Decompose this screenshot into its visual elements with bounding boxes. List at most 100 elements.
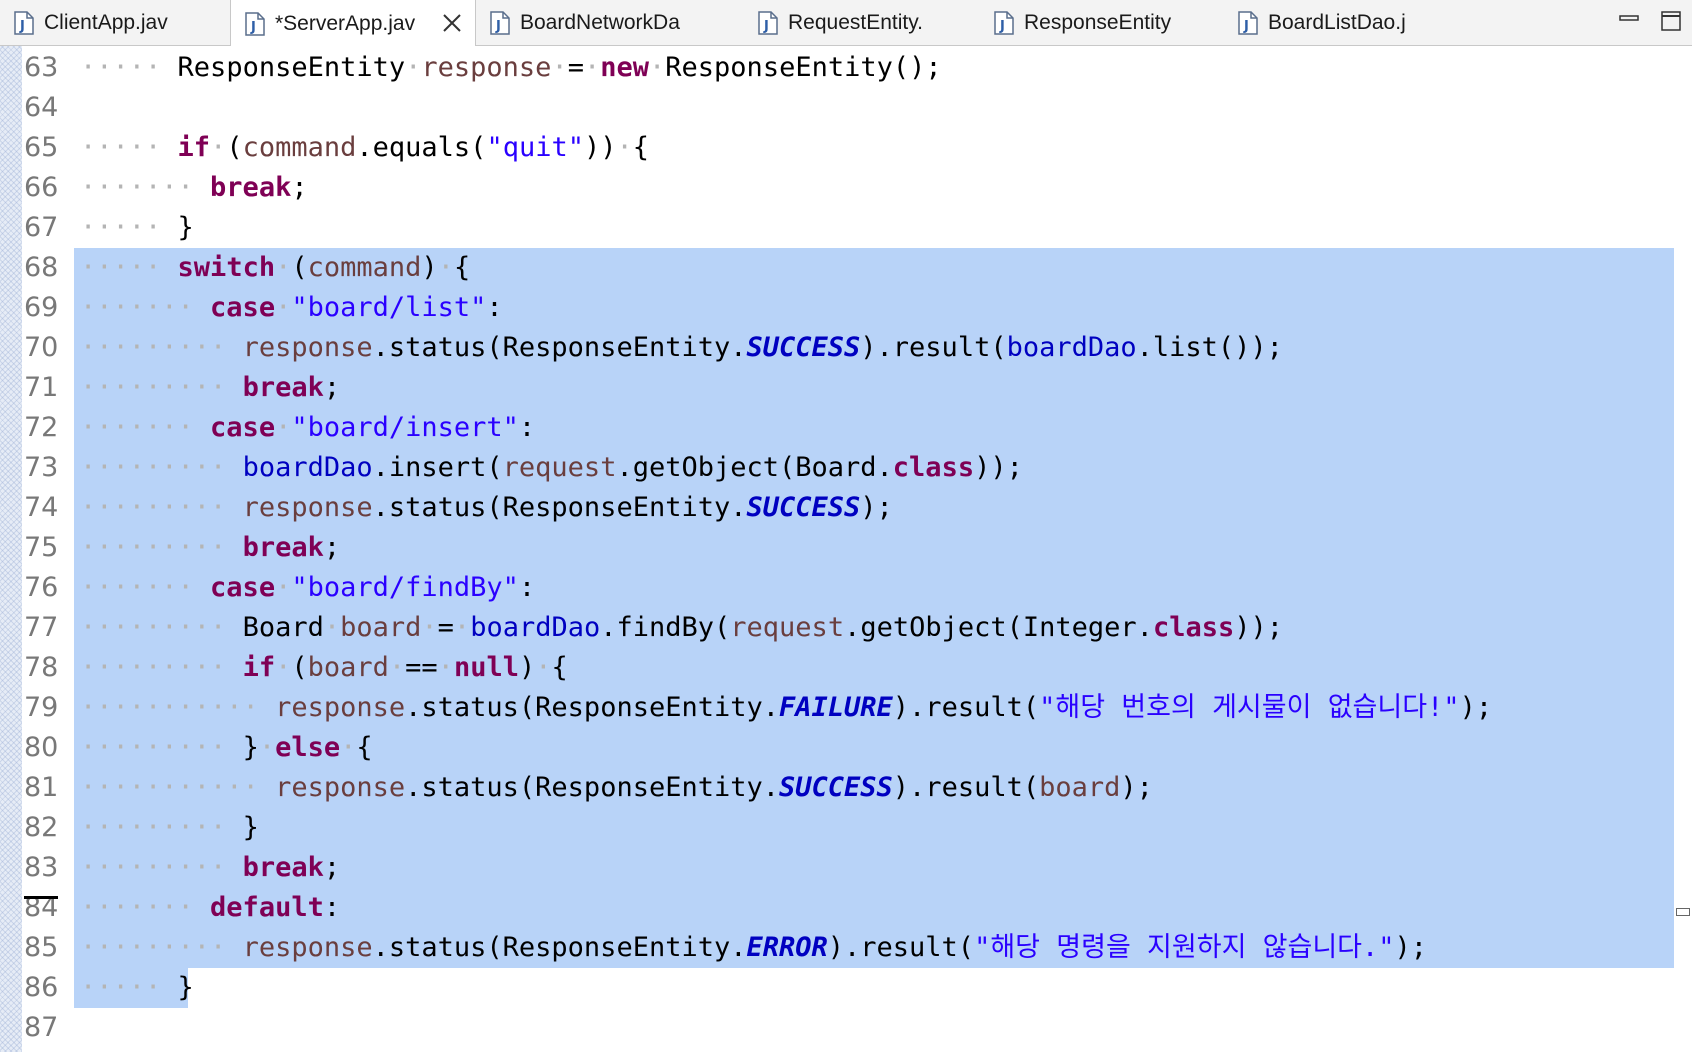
- java-file-icon: J: [758, 11, 778, 35]
- code-line[interactable]: 73········· boardDao.insert(request.getO…: [22, 448, 1674, 488]
- selection-highlight: [74, 768, 1674, 808]
- code-token: (: [226, 132, 243, 163]
- tab-clientapp[interactable]: J ClientApp.jav: [0, 0, 230, 46]
- selection-highlight: [74, 848, 1674, 888]
- code-line[interactable]: 80········· }·else·{: [22, 728, 1674, 768]
- code-editor[interactable]: 63····· ResponseEntity·response·=·new·Re…: [0, 46, 1692, 1052]
- selection-highlight: [74, 808, 1674, 848]
- code-line[interactable]: 87: [22, 1008, 1672, 1048]
- tab-boardlistdao[interactable]: J BoardListDao.j: [1224, 0, 1474, 46]
- svg-text:J: J: [495, 19, 501, 34]
- whitespace-marker: ·: [388, 652, 406, 683]
- code-token: {: [356, 732, 373, 763]
- code-text: ······· break;: [80, 168, 308, 208]
- line-number: 81: [24, 772, 59, 803]
- code-line[interactable]: 72······· case·"board/insert":: [22, 408, 1674, 448]
- maximize-icon[interactable]: [1660, 10, 1682, 32]
- code-token: "해당 번호의 게시물이 없습니다!": [1039, 692, 1460, 723]
- java-file-icon: J: [1238, 11, 1258, 35]
- code-line[interactable]: 71········· break;: [22, 368, 1674, 408]
- code-line[interactable]: 63····· ResponseEntity·response·=·new·Re…: [22, 48, 1672, 88]
- java-file-icon: J: [994, 11, 1014, 35]
- code-text: ········· break;: [80, 848, 340, 888]
- code-line[interactable]: 74········· response.status(ResponseEnti…: [22, 488, 1674, 528]
- line-number: 68: [24, 252, 59, 283]
- minimize-icon[interactable]: [1618, 10, 1640, 32]
- code-token: {: [551, 652, 568, 683]
- tab-responseentity[interactable]: J ResponseEntity: [980, 0, 1224, 46]
- code-text: ········· break;: [80, 528, 340, 568]
- code-token: :: [486, 292, 503, 323]
- code-line[interactable]: 79··········· response.status(ResponseEn…: [22, 688, 1674, 728]
- code-line[interactable]: 66······· break;: [22, 168, 1672, 208]
- tab-boardnetworkdao[interactable]: J BoardNetworkDa: [476, 0, 744, 46]
- code-text: ········· }·else·{: [80, 728, 373, 768]
- code-line[interactable]: 78········· if·(board·==·null)·{: [22, 648, 1674, 688]
- code-line[interactable]: 86····· }: [22, 968, 1672, 1008]
- tab-serverapp[interactable]: J *ServerApp.jav: [230, 0, 476, 47]
- whitespace-marker: ·: [275, 412, 292, 443]
- code-token: command: [307, 252, 422, 283]
- selection-highlight: [74, 608, 1674, 648]
- code-token: (: [291, 252, 308, 283]
- code-line[interactable]: 82········· }: [22, 808, 1674, 848]
- whitespace-marker: ·: [275, 252, 292, 283]
- code-token: response: [421, 52, 552, 83]
- whitespace-marker: ·····: [80, 132, 178, 163]
- code-token: .status(ResponseEntity.: [405, 772, 779, 803]
- close-icon[interactable]: [441, 12, 463, 34]
- tab-requestentity[interactable]: J RequestEntity.: [744, 0, 980, 46]
- code-token: .status(ResponseEntity.: [372, 932, 747, 963]
- whitespace-marker: ·: [275, 572, 292, 603]
- code-line[interactable]: 65····· if·(command.equals("quit"))·{: [22, 128, 1672, 168]
- code-line[interactable]: 70········· response.status(ResponseEnti…: [22, 328, 1674, 368]
- code-line[interactable]: 85········· response.status(ResponseEnti…: [22, 928, 1674, 968]
- whitespace-marker: ·: [340, 732, 357, 763]
- code-line[interactable]: 84······· default:: [22, 888, 1674, 928]
- code-text: ····· ResponseEntity·response·=·new·Resp…: [80, 48, 942, 88]
- code-line[interactable]: 76······· case·"board/findBy":: [22, 568, 1674, 608]
- whitespace-marker: ·······: [80, 412, 211, 443]
- code-token: case: [210, 292, 276, 323]
- code-token: SUCCESS: [746, 332, 861, 363]
- whitespace-marker: ·····: [80, 252, 178, 283]
- code-line[interactable]: 81··········· response.status(ResponseEn…: [22, 768, 1674, 808]
- code-line[interactable]: 77········· Board·board·=·boardDao.findB…: [22, 608, 1674, 648]
- whitespace-marker: ·······: [80, 892, 211, 923]
- code-token: .getObject(Integer.: [844, 612, 1153, 643]
- selection-highlight: [74, 928, 1674, 968]
- whitespace-marker: ·: [437, 252, 454, 283]
- code-line[interactable]: 67····· }: [22, 208, 1672, 248]
- code-token: }: [177, 972, 194, 1003]
- selection-highlight: [74, 328, 1674, 368]
- code-token: ;: [291, 172, 308, 203]
- tab-label: BoardListDao.j: [1268, 11, 1406, 34]
- annotation-ruler[interactable]: [0, 46, 22, 1052]
- code-token: )): [583, 132, 617, 163]
- code-token: class: [1152, 612, 1235, 643]
- code-line[interactable]: 75········· break;: [22, 528, 1674, 568]
- whitespace-marker: ···········: [80, 692, 276, 723]
- whitespace-marker: ·····: [80, 52, 178, 83]
- line-number: 74: [24, 492, 59, 523]
- selection-highlight: [74, 288, 1674, 328]
- line-number: 77: [24, 612, 59, 643]
- code-token: response: [242, 932, 373, 963]
- whitespace-marker: ·: [421, 612, 438, 643]
- code-token: .status(ResponseEntity.: [405, 692, 779, 723]
- code-token: ;: [323, 852, 341, 883]
- svg-text:J: J: [19, 19, 25, 34]
- code-token: .findBy(: [600, 612, 731, 643]
- code-line[interactable]: 69······· case·"board/list":: [22, 288, 1674, 328]
- code-line[interactable]: 64: [22, 88, 1672, 128]
- code-line[interactable]: 83········· break;: [22, 848, 1674, 888]
- line-number: 86: [24, 972, 59, 1003]
- code-token: ): [421, 252, 438, 283]
- code-token: if: [242, 652, 276, 683]
- code-token: boardDao: [1006, 332, 1137, 363]
- code-token: ;: [323, 532, 341, 563]
- code-text: ········· boardDao.insert(request.getObj…: [80, 448, 1023, 488]
- code-line[interactable]: 68····· switch·(command)·{: [22, 248, 1674, 288]
- selection-highlight: [74, 728, 1674, 768]
- overview-ruler-marker[interactable]: [1676, 908, 1690, 916]
